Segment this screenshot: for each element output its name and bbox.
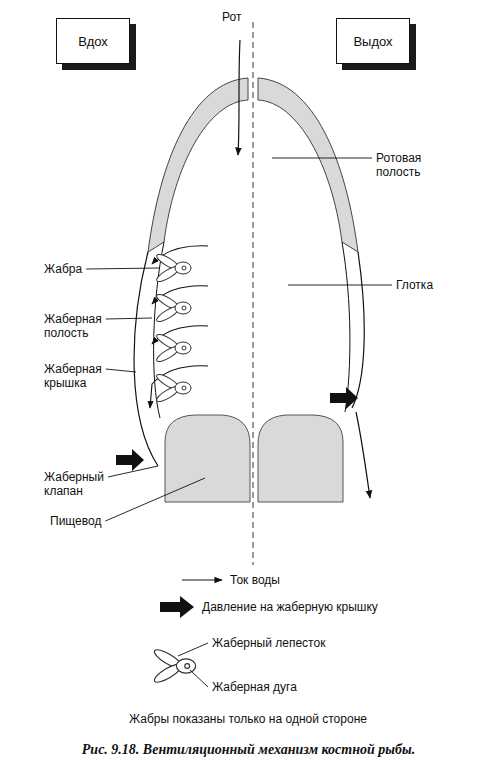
leader-line <box>106 318 152 319</box>
legend-text: Ток воды <box>230 573 280 587</box>
gill-arch-dot <box>182 266 186 270</box>
leader-line <box>108 466 158 477</box>
upper-jaw-left <box>148 78 248 252</box>
part-label: Пищевод <box>50 514 101 528</box>
part-label: Жабра <box>44 262 82 276</box>
gill-arch-dot <box>182 346 186 350</box>
part-label: Глотка <box>396 278 433 292</box>
upper-jaw-right <box>258 78 358 252</box>
gill-symbol <box>155 252 191 284</box>
part-label: Жаберная крышка <box>44 362 114 390</box>
pressure-arrow <box>330 387 358 409</box>
leader-line <box>190 670 208 687</box>
pharynx-wall-right <box>342 242 350 412</box>
esophagus-right <box>258 415 343 502</box>
part-label: Жаберный клапан <box>44 470 114 498</box>
leader-line <box>106 369 136 372</box>
legend-flow-sample <box>182 579 222 580</box>
gill-symbol <box>155 332 191 364</box>
gill-arch-dot <box>182 306 186 310</box>
legend-text: Давление на жаберную крышку <box>202 600 378 614</box>
part-label: Жаберный лепесток <box>212 636 325 650</box>
leader-lines <box>86 158 392 687</box>
gill-symbol <box>155 372 191 404</box>
box-3d: Выдох <box>336 18 410 64</box>
gill-symbol <box>155 292 191 324</box>
gill-arch <box>175 342 191 354</box>
leader-line <box>105 478 205 521</box>
figure-caption: Рис. 9.18. Вентиляционный механизм костн… <box>82 742 415 758</box>
midline <box>253 22 254 565</box>
gill-cover-right <box>352 252 364 408</box>
leader-line <box>86 268 160 269</box>
gill-group <box>150 246 208 686</box>
leader-line <box>272 158 372 159</box>
leader-line <box>178 643 208 656</box>
gill-cover-left <box>134 252 158 466</box>
water-flow-arrow <box>356 412 370 498</box>
box-label: Вдох <box>72 34 114 49</box>
water-flow-arrow <box>150 366 208 408</box>
gill-arch <box>175 262 191 274</box>
water-flow-arrow <box>238 40 240 155</box>
gill-arch <box>175 382 191 394</box>
box-3d: Вдох <box>56 18 130 64</box>
note-text: Рот <box>222 10 241 24</box>
legend-pressure-sample <box>160 596 194 618</box>
box-label: Выдох <box>347 34 398 49</box>
gill-symbol <box>152 647 195 686</box>
gill-arch-dot <box>182 386 186 390</box>
pressure-arrow <box>116 449 144 471</box>
part-label: Ротовая полость <box>376 151 446 179</box>
part-label: Жаберная дуга <box>212 680 297 694</box>
note-text: Жабры показаны только на одной стороне <box>129 712 367 726</box>
gill-arch-dot <box>185 664 190 669</box>
esophagus-left <box>165 415 250 502</box>
gill-arch <box>176 659 195 673</box>
part-label: Жаберная полость <box>44 312 114 340</box>
leader-line <box>288 285 392 286</box>
gill-arch <box>175 302 191 314</box>
